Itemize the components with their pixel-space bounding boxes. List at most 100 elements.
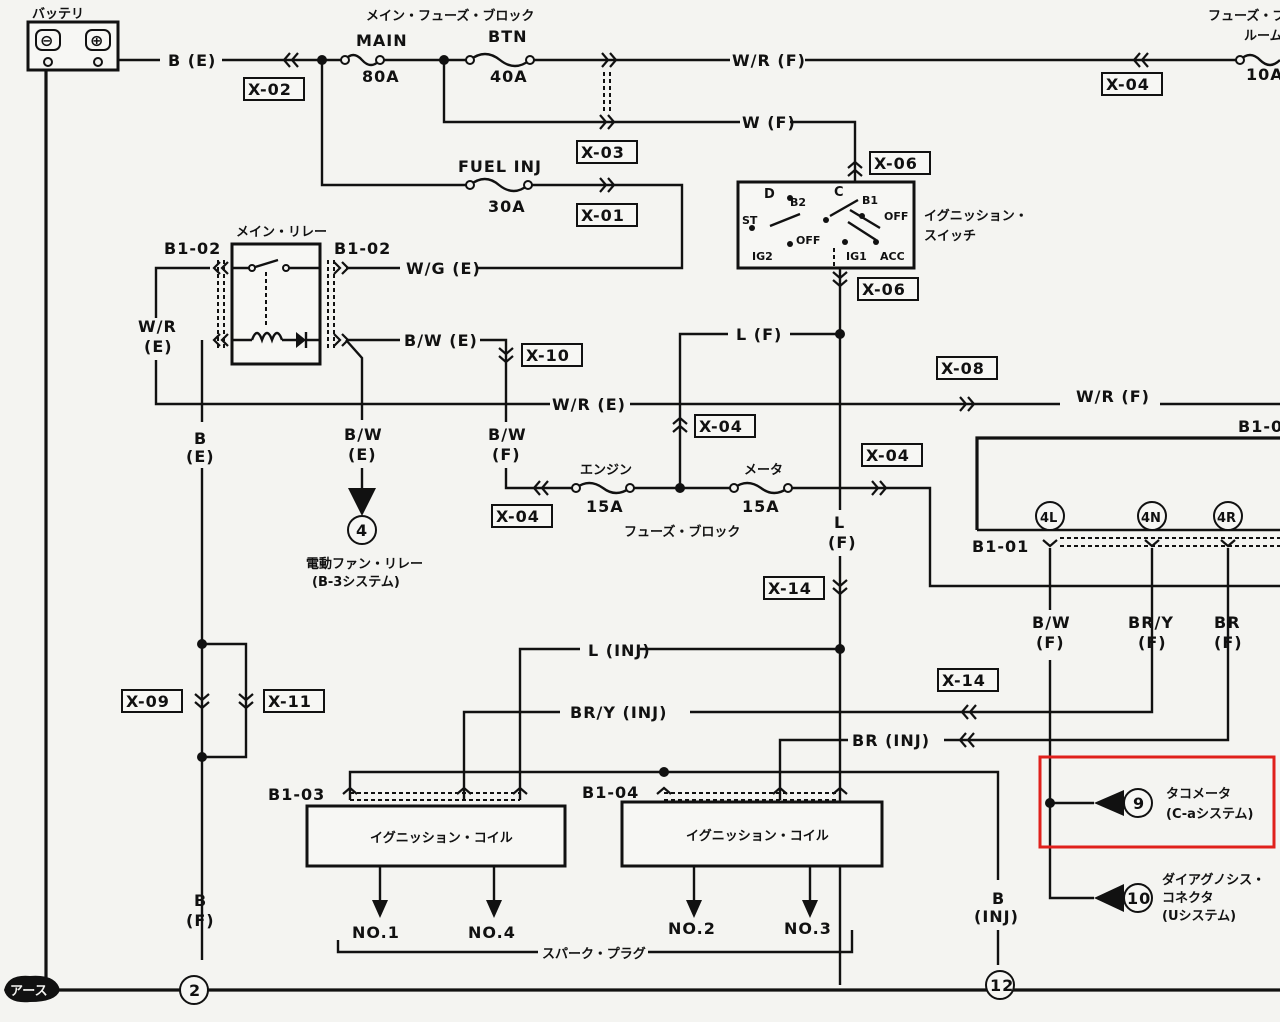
wire-br-y [462, 548, 1154, 800]
fuse-engine-rating: 15A [586, 497, 624, 516]
spark-plug-no4: NO.4 [468, 923, 516, 942]
ign-terminal-st: ST [742, 214, 758, 227]
ignition-coil-left [305, 804, 567, 868]
wire-label-b-w-right-1: B/W [1032, 613, 1071, 632]
ign-terminal-c: C [834, 185, 844, 200]
wire-label-l-inj: L (INJ) [588, 641, 651, 660]
ign-terminal-d: D [764, 187, 775, 202]
ign-terminal-ig1: IG1 [846, 250, 867, 263]
fan-relay-label-1: 電動ファン・リレー [306, 556, 423, 572]
wire-b-w-ecu [1048, 548, 1094, 900]
wire-x11-loop [202, 642, 248, 759]
main-relay [217, 242, 335, 366]
ignition-switch [736, 180, 916, 270]
tachometer-node [1123, 788, 1153, 818]
wire-label-b-f-side-1: B [194, 891, 207, 910]
wire-label-w-r-side-2: (E) [144, 337, 173, 356]
wire-label-br-f-1: BR [1214, 613, 1241, 632]
right-fuse-block-title: フューズ・ブ [1208, 8, 1280, 24]
ecu-pin-4r [1213, 501, 1243, 531]
ecu-pin-4l-label: 4L [1040, 511, 1057, 526]
wire-label-b-w-e-side-1: B/W [344, 425, 383, 444]
fuse-room-rating: 10A [1246, 65, 1280, 84]
battery: ⊖ ⊕ [26, 20, 120, 72]
wire-l-inj [518, 647, 840, 800]
fuse-btn-rating: 40A [490, 67, 528, 86]
ground-node-2 [179, 975, 209, 1005]
ground-label: アース [10, 984, 48, 999]
connector-x04-b: X-04 [866, 446, 910, 465]
connector-x14-b: X-14 [942, 671, 986, 690]
diag-arrow [1094, 884, 1124, 912]
fuse-main [340, 53, 385, 67]
wire-b-w [346, 338, 576, 490]
fuse-engine [571, 481, 635, 495]
connector-x08: X-08 [941, 359, 985, 378]
highlight-box [1038, 755, 1276, 849]
coil-right-id: B1-04 [582, 783, 639, 802]
fuse-main-name: MAIN [356, 31, 408, 50]
ecu-bottom-id: B1-01 [972, 537, 1029, 556]
wire-l-f-top [678, 332, 840, 488]
tachometer-label-1: タコメータ [1166, 787, 1231, 802]
wire-label-b-f-side-2: (F) [186, 911, 215, 930]
wire-label-l-f-side-1: L [834, 513, 845, 532]
ecu-pin-4l [1035, 501, 1065, 531]
connector-boxes [121, 72, 1163, 713]
svg-text:⊕: ⊕ [90, 31, 103, 50]
fuse-btn-name: BTN [488, 27, 528, 46]
ign-terminal-acc: ACC [880, 250, 905, 263]
wire-label-l-f: L (F) [736, 325, 782, 344]
relay-title: メイン・リレー [236, 225, 327, 240]
connector-x11: X-11 [268, 692, 312, 711]
wire-label-w-r-side-1: W/R [138, 317, 177, 336]
fan-relay-node [347, 515, 377, 545]
relay-left-id: B1-02 [164, 239, 221, 258]
diag-label-1: ダイアグノシス・ [1162, 872, 1265, 888]
ground-node-12-label: 12 [990, 976, 1014, 995]
tachometer-arrow [1094, 790, 1124, 816]
connector-x09: X-09 [126, 692, 170, 711]
ground-symbol [4, 975, 60, 1003]
coil-right-label: イグニッション・コイル [686, 828, 829, 844]
ground-node-12 [985, 970, 1015, 1000]
main-fuse-block-title: メイン・フューズ・ブロック [366, 8, 534, 24]
svg-text:⊖: ⊖ [40, 31, 53, 50]
fuse-meter [729, 481, 793, 495]
ecu-box [975, 436, 1280, 530]
diag-number: 10 [1127, 889, 1151, 908]
connector-x10: X-10 [526, 346, 570, 365]
connector-x04-c: X-04 [496, 507, 540, 526]
diag-label-3: (Uシステム) [1162, 909, 1236, 924]
fuse-main-rating: 80A [362, 67, 400, 86]
wire-label-br-inj: BR (INJ) [852, 731, 930, 750]
connector-x06-bot: X-06 [862, 280, 906, 299]
fuse-fuel-inj-rating: 30A [488, 197, 526, 216]
fuse-room [1235, 53, 1280, 67]
wire-label-br-y-f-1: BR/Y [1128, 613, 1174, 632]
connector-x04-top: X-04 [1106, 75, 1150, 94]
fan-relay-label-2: (B-3システム) [312, 575, 400, 590]
ign-terminal-ig2: IG2 [752, 250, 773, 263]
connector-x03: X-03 [581, 143, 625, 162]
wire-w-r [154, 266, 1280, 406]
coil-left-label: イグニッション・コイル [370, 830, 513, 846]
wire-label-b-e: B (E) [168, 51, 216, 70]
wire-label-br-f-2: (F) [1214, 633, 1243, 652]
fuse-meter-rating: 15A [742, 497, 780, 516]
ignition-switch-title-1: イグニッション・ [924, 208, 1028, 224]
relay-right-id: B1-02 [334, 239, 391, 258]
connector-x02: X-02 [248, 80, 292, 99]
wire-label-w-r-e: W/R (E) [552, 395, 626, 414]
connector-x04-a: X-04 [699, 417, 743, 436]
ecu-pin-4n-label: 4N [1141, 511, 1161, 526]
ign-terminal-off-2: OFF [796, 234, 820, 247]
wire-b-w-fan [345, 339, 364, 488]
wire-br [778, 548, 1230, 800]
ecu-pin-4n [1137, 501, 1167, 531]
spark-plug-no1: NO.1 [352, 923, 400, 942]
fuse-btn [465, 52, 535, 68]
fuse-engine-name: エンジン [580, 463, 632, 478]
wire-label-br-y-inj: BR/Y (INJ) [570, 703, 667, 722]
